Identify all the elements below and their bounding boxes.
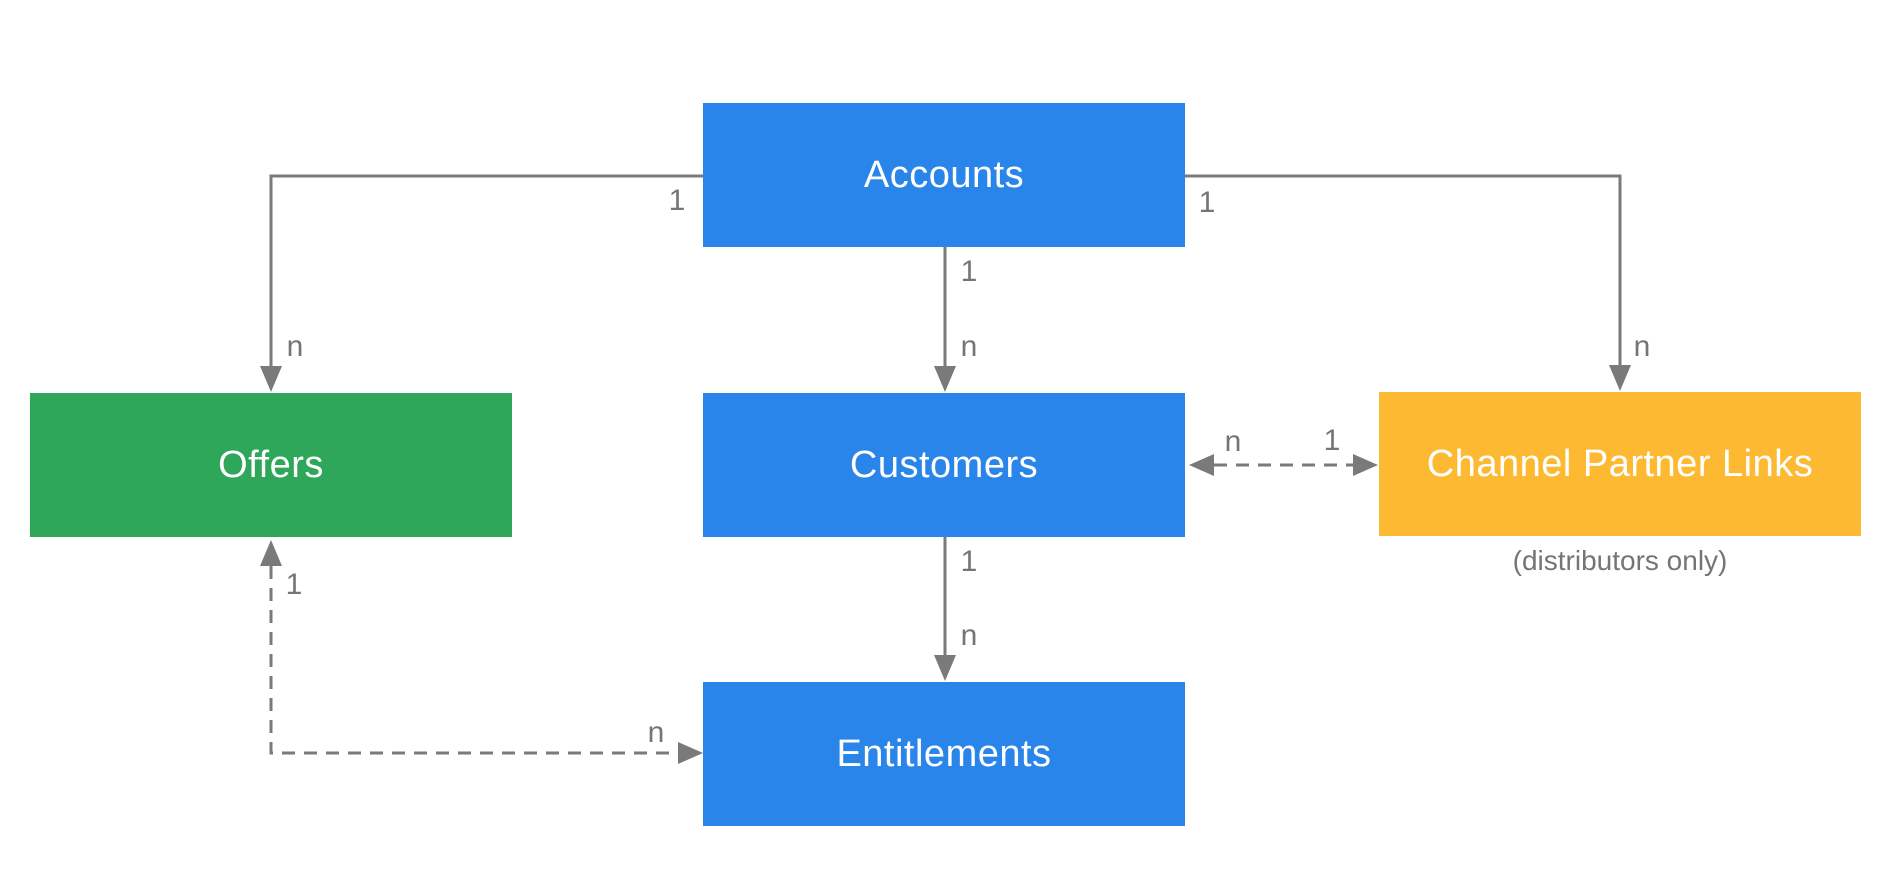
entity-customers: Customers [703, 393, 1185, 537]
distributors-only-note: (distributors only) [1512, 545, 1728, 576]
arrowhead-down-cpl [1609, 365, 1631, 391]
arrowhead-down-entitlements [934, 655, 956, 681]
arrowhead-left-customers [1189, 454, 1214, 476]
connector-offers-entitlements [269, 566, 678, 755]
connector-accounts-cpl [1185, 174, 1622, 367]
entity-channel-partner-links: Channel Partner Links [1379, 392, 1861, 536]
arrowhead-down-offers [260, 366, 282, 392]
cardinality-accounts-customers-n: n [960, 330, 978, 363]
entity-offers: Offers [30, 393, 512, 537]
cardinality-offers-entitlements-n: n [647, 716, 665, 749]
arrowhead-right-cpl [1353, 454, 1378, 476]
entity-accounts-label: Accounts [863, 153, 1025, 196]
arrowhead-down-customers [934, 366, 956, 392]
cardinality-customers-entitlements-1: 1 [960, 545, 978, 578]
cardinality-accounts-cpl-1: 1 [1198, 186, 1216, 219]
arrowhead-right-entitlements [678, 742, 703, 764]
arrowhead-up-offers [260, 540, 282, 566]
cardinality-offers-entitlements-1: 1 [285, 568, 303, 601]
cardinality-customers-cpl-1: 1 [1323, 424, 1341, 457]
cardinality-accounts-offers-1: 1 [668, 184, 686, 217]
entity-offers-label: Offers [218, 443, 324, 486]
entity-entitlements-label: Entitlements [836, 732, 1052, 775]
cardinality-customers-cpl-n: n [1224, 425, 1242, 458]
connector-accounts-offers [269, 174, 703, 368]
cardinality-accounts-offers-n: n [286, 330, 304, 363]
entity-entitlements: Entitlements [703, 682, 1185, 826]
entity-accounts: Accounts [703, 103, 1185, 247]
cardinality-accounts-cpl-n: n [1633, 330, 1651, 363]
entity-channel-partner-links-label: Channel Partner Links [1426, 442, 1814, 485]
entity-customers-label: Customers [849, 443, 1039, 486]
cardinality-customers-entitlements-n: n [960, 619, 978, 652]
cardinality-accounts-customers-1: 1 [960, 255, 978, 288]
